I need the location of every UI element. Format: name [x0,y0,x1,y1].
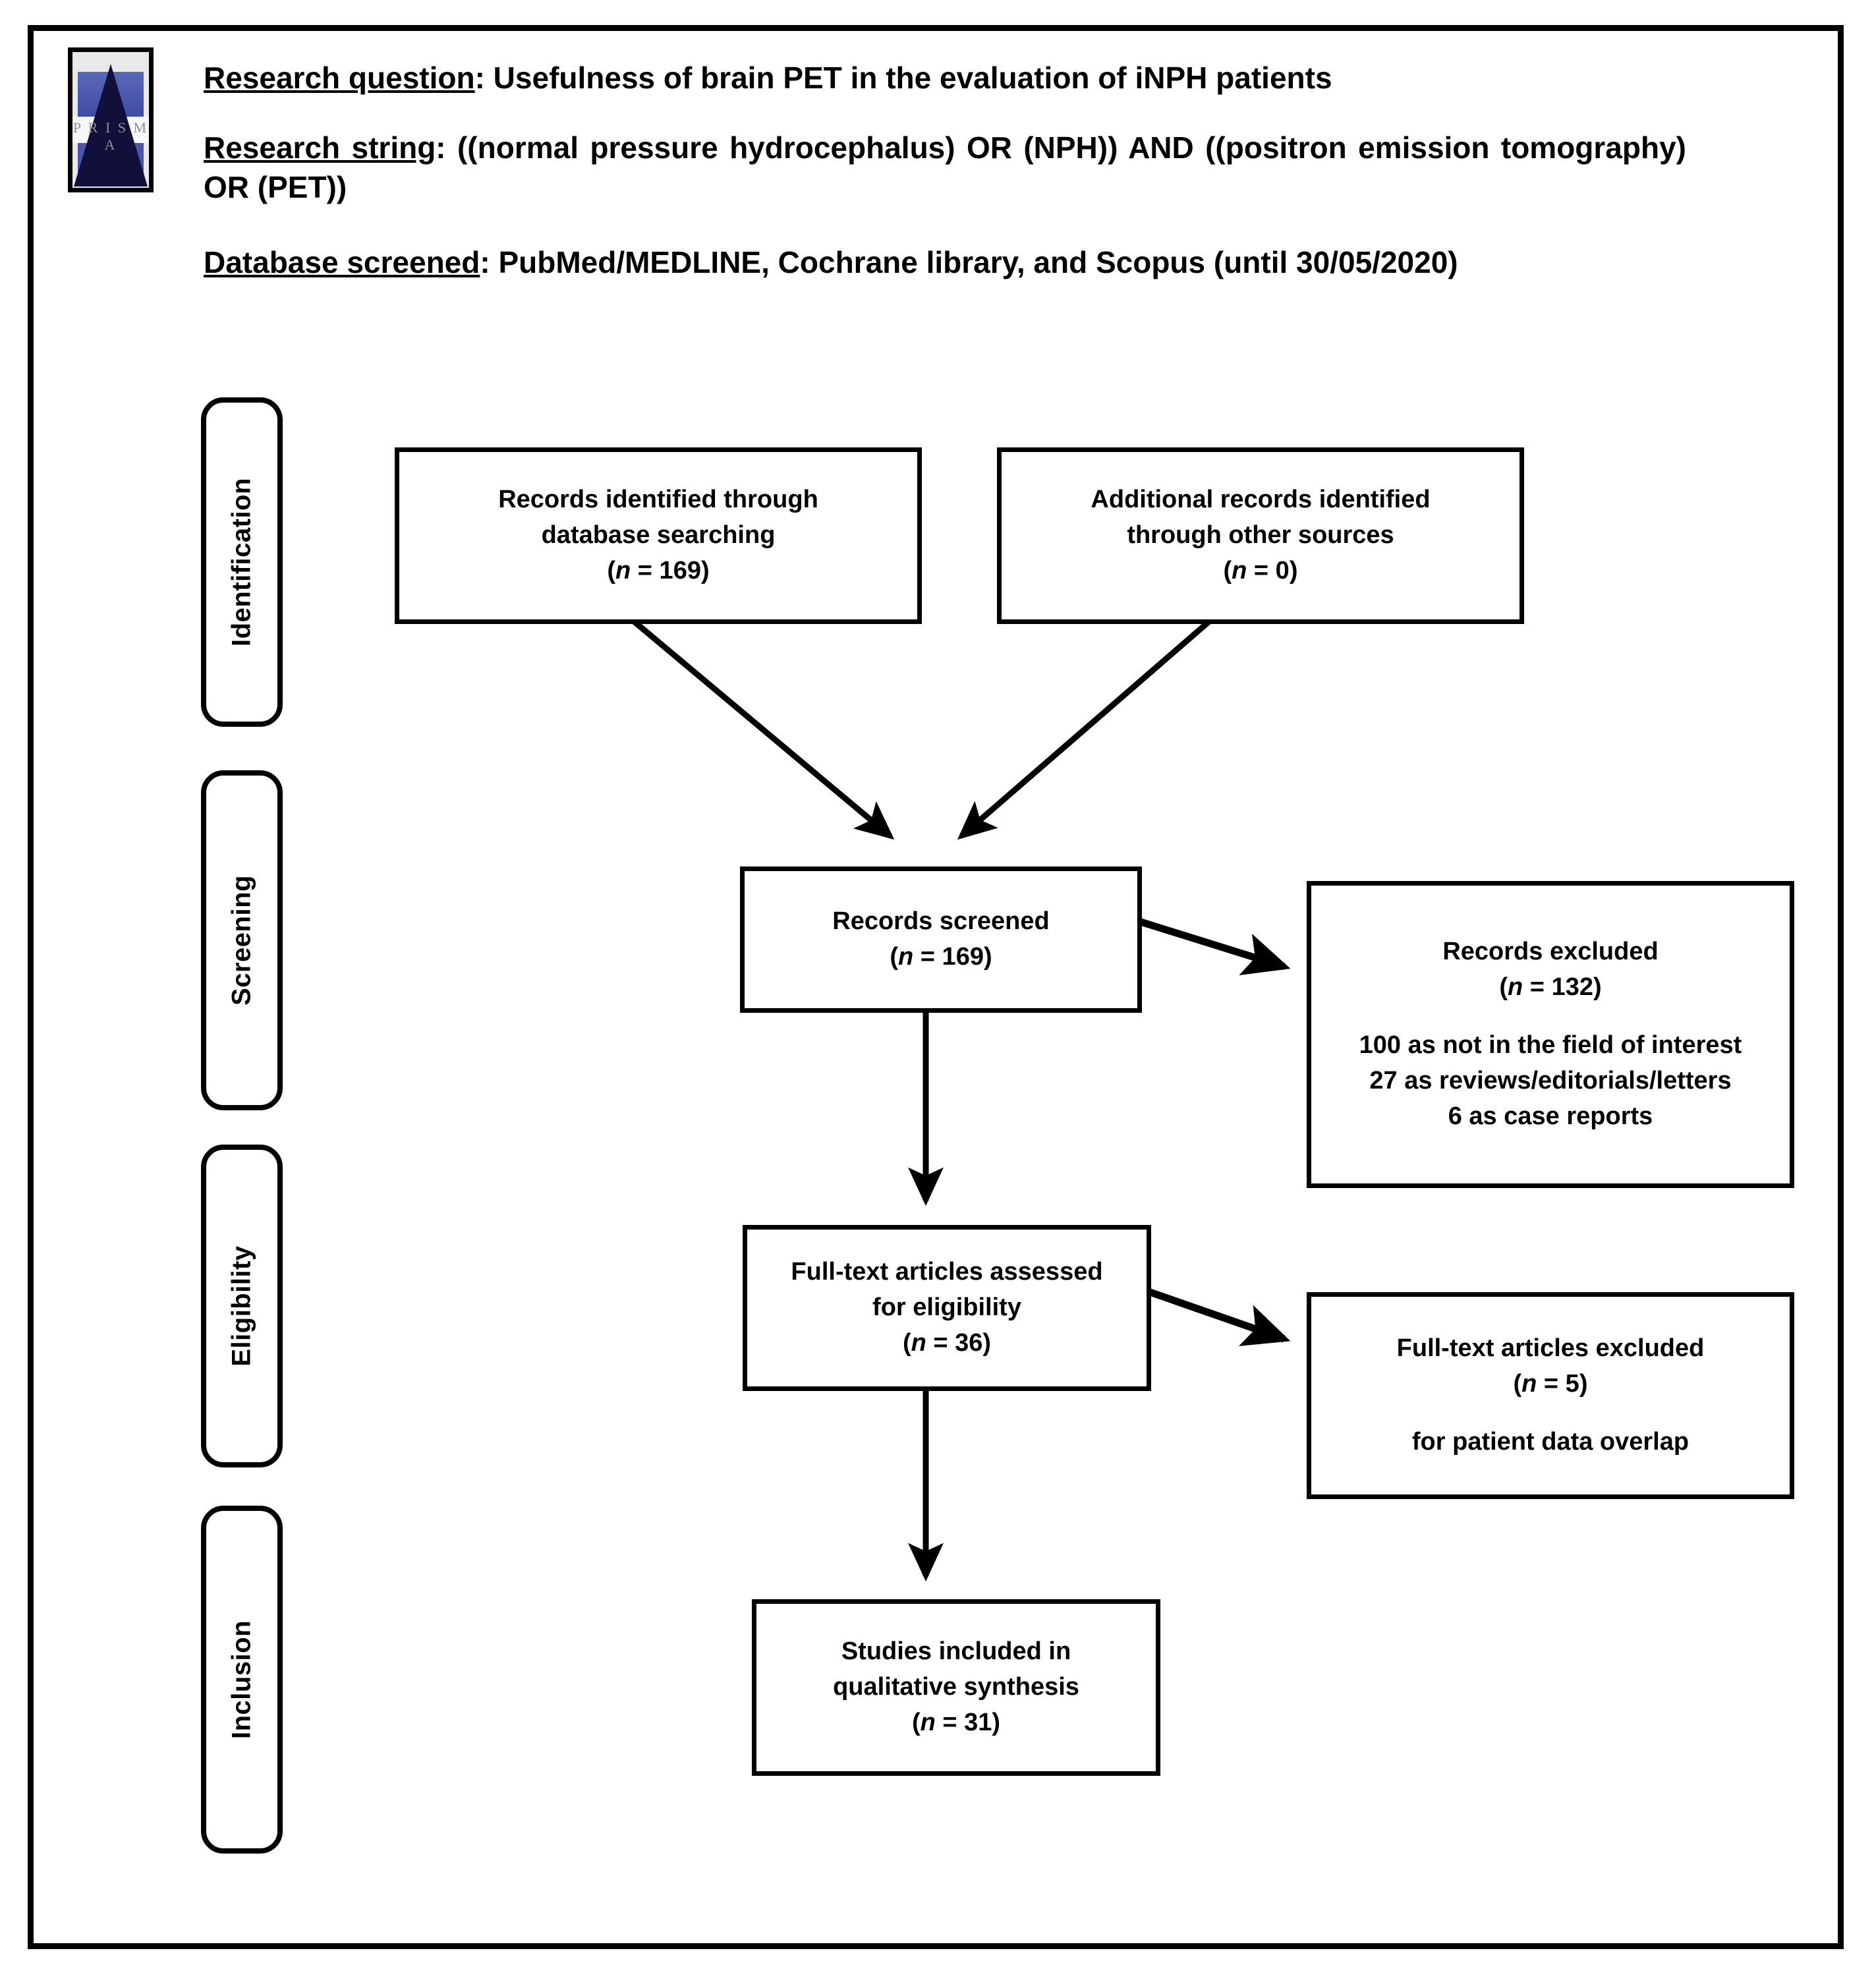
research-question-label: Research question [204,61,475,95]
stage-rail-screening: Screening [201,770,283,1110]
database-screened-line: Database screened: PubMed/MEDLINE, Cochr… [204,243,1719,283]
box-line: qualitative synthesis [833,1673,1079,1701]
prisma-logo: P R I S M A [68,47,154,192]
box-records-identified-database: Records identified through database sear… [395,447,922,624]
box-reason: 6 as case reports [1448,1102,1653,1130]
box-reason: 100 as not in the field of interest [1359,1031,1742,1060]
box-line: Records excluded [1442,938,1659,966]
n-symbol: n [1521,1370,1537,1398]
box-records-excluded: Records excluded (n = 132) 100 as not in… [1307,881,1794,1188]
stage-rail-identification: Identification [201,397,283,727]
n-symbol: n [1508,973,1523,1002]
stage-label-inclusion: Inclusion [227,1620,256,1740]
box-line: Studies included in [841,1637,1071,1666]
database-screened-text: : PubMed/MEDLINE, Cochrane library, and … [480,245,1458,279]
n-symbol: n [1232,556,1247,584]
arrow-screened-to-records-excluded [1118,911,1291,976]
box-count: (n = 169) [607,556,710,584]
box-line: Full-text articles excluded [1396,1334,1705,1363]
research-string-text: : ((normal pressure hydrocephalus) OR (N… [204,130,1686,204]
n-symbol: n [911,1328,926,1357]
logo-wordmark: P R I S M A [72,119,149,153]
arrow-other-sources-to-screened [957,598,1235,840]
arrow-db-search-to-screened [608,598,895,840]
research-string-line: Research string: ((normal pressure hydro… [204,128,1686,208]
box-records-screened: Records screened (n = 169) [740,866,1142,1013]
stage-rail-inclusion: Inclusion [201,1506,283,1854]
box-reason: for patient data overlap [1411,1427,1689,1456]
box-line: Records identified through [498,486,818,514]
n-symbol: n [920,1708,936,1736]
box-line: for eligibility [872,1293,1021,1322]
stage-label-eligibility: Eligibility [227,1245,256,1367]
box-additional-records-other-sources: Additional records identified through ot… [997,447,1524,624]
box-count: (n = 31) [911,1708,1001,1736]
box-line: Records screened [832,907,1050,936]
diagram-outer-frame: P R I S M A Research question: Usefulnes… [28,25,1844,1949]
logo-triangle-icon [74,64,148,186]
box-fulltext-articles-excluded: Full-text articles excluded (n = 5) for … [1307,1292,1794,1499]
box-studies-included: Studies included in qualitative synthesi… [752,1599,1160,1776]
research-question-line: Research question: Usefulness of brain P… [204,59,1719,98]
box-reason: 27 as reviews/editorials/letters [1369,1066,1732,1094]
box-line: Additional records identified [1091,486,1431,514]
research-question-text: : Usefulness of brain PET in the evaluat… [474,61,1332,95]
box-count: (n = 132) [1499,973,1602,1002]
database-screened-label: Database screened [204,245,480,279]
box-count: (n = 169) [890,943,992,971]
box-fulltext-articles-assessed: Full-text articles assessed for eligibil… [743,1225,1151,1391]
stage-rail-eligibility: Eligibility [201,1145,283,1467]
stage-label-screening: Screening [227,875,256,1006]
n-symbol: n [615,556,631,584]
stage-label-identification: Identification [227,478,256,646]
box-line: through other sources [1127,521,1394,550]
box-count: (n = 36) [902,1328,992,1357]
box-count: (n = 5) [1513,1370,1588,1398]
box-line: database searching [541,521,776,550]
n-symbol: n [898,943,914,971]
box-line: Full-text articles assessed [791,1258,1103,1286]
research-string-label: Research string [204,130,436,165]
box-count: (n = 0) [1223,556,1298,584]
